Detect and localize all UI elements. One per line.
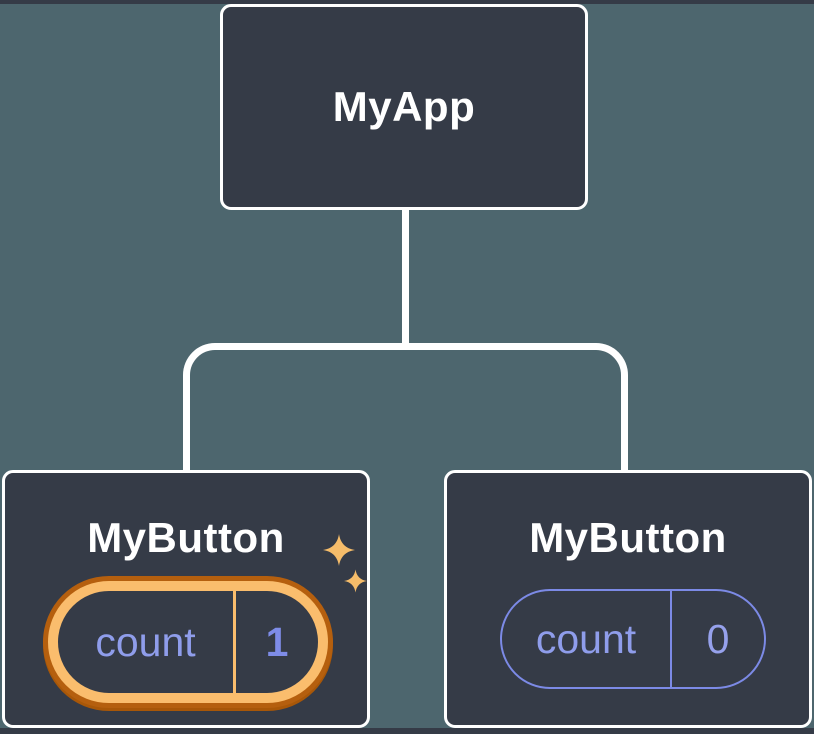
state-key: count xyxy=(95,618,196,665)
node-label: MyButton xyxy=(529,514,727,561)
state-value: 0 xyxy=(706,615,730,662)
node-label: MyButton xyxy=(87,514,285,561)
top-edge-strip xyxy=(0,0,814,4)
state-badge-highlighted: count 1 xyxy=(48,581,328,703)
state-divider xyxy=(233,591,236,693)
state-key: count xyxy=(535,615,637,662)
sparkles-icon xyxy=(344,569,367,593)
tree-node-mybutton-1: MyButton count 1 xyxy=(2,470,370,728)
bottom-edge-strip xyxy=(0,728,814,734)
branch-connector xyxy=(183,343,628,476)
root-connector-line xyxy=(402,206,409,348)
state-divider xyxy=(670,591,672,687)
state-badge: count 0 xyxy=(500,589,766,689)
tree-node-myapp: MyApp xyxy=(220,4,588,210)
state-value: 1 xyxy=(265,618,289,665)
tree-node-mybutton-2: MyButton count 0 xyxy=(444,470,812,728)
sparkles-icon xyxy=(323,534,355,566)
node-label: MyApp xyxy=(332,83,476,130)
